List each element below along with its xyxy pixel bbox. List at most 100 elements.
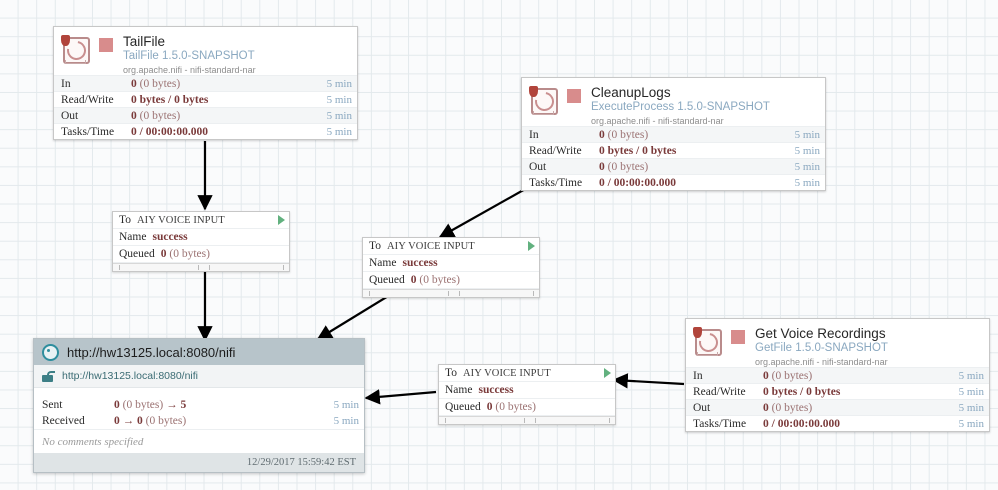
connection-queued-row: Queued 0 (0 bytes) xyxy=(363,272,539,289)
play-icon xyxy=(278,215,285,225)
stat-time: 5 min xyxy=(794,144,820,157)
processor-name: CleanupLogs xyxy=(591,85,671,100)
connection-cleanuplogs-success[interactable]: To AIY VOICE INPUT Name success Queued 0… xyxy=(362,237,540,298)
stat-row: Out 0 (0 bytes) 5 min xyxy=(522,158,825,174)
stat-time: 5 min xyxy=(326,125,352,138)
stat-label: Out xyxy=(693,401,711,414)
stat-row: Read/Write 0 bytes / 0 bytes 5 min xyxy=(54,91,357,107)
queued-value: 0 (0 bytes) xyxy=(486,401,536,413)
processor-header: Get Voice Recordings GetFile 1.5.0-SNAPS… xyxy=(686,319,989,367)
rpg-spacer xyxy=(34,388,364,397)
shield-icon xyxy=(693,327,702,338)
shield-icon xyxy=(61,35,70,46)
shield-icon xyxy=(529,86,538,97)
stat-row: Out 0 (0 bytes) 5 min xyxy=(54,107,357,123)
stat-label: In xyxy=(61,77,71,90)
connection-queued-row: Queued 0 (0 bytes) xyxy=(113,246,289,263)
stat-value: 0 bytes / 0 bytes xyxy=(131,93,209,106)
name-label: Name xyxy=(445,384,473,396)
stat-time: 5 min xyxy=(794,128,820,141)
connection-destination-row: To AIY VOICE INPUT xyxy=(363,238,539,255)
connection-resize-handle[interactable] xyxy=(363,289,539,297)
stat-row: Tasks/Time 0 / 00:00:00.000 5 min xyxy=(522,174,825,190)
stat-label: Sent xyxy=(42,399,63,411)
connection-name-row: Name success xyxy=(439,382,615,399)
stat-value: 0 (0 bytes) → 5 xyxy=(114,399,187,411)
stat-time: 5 min xyxy=(794,160,820,173)
connection-queued-row: Queued 0 (0 bytes) xyxy=(439,399,615,416)
stat-value: 0 → 0 (0 bytes) xyxy=(114,415,187,427)
queued-label: Queued xyxy=(119,248,155,260)
to-label: To xyxy=(369,240,381,252)
connection-getvoice-success[interactable]: To AIY VOICE INPUT Name success Queued 0… xyxy=(438,364,616,425)
connection-tailfile-success[interactable]: To AIY VOICE INPUT Name success Queued 0… xyxy=(112,211,290,272)
to-label: To xyxy=(445,367,457,379)
connection-destination-row: To AIY VOICE INPUT xyxy=(113,212,289,229)
connection-resize-handle[interactable] xyxy=(439,416,615,424)
stat-time: 5 min xyxy=(958,385,984,398)
stopped-status-icon xyxy=(567,89,581,103)
stat-value: 0 (0 bytes) xyxy=(763,401,813,414)
play-icon xyxy=(528,241,535,251)
stat-label: Read/Write xyxy=(61,93,114,106)
stat-time: 5 min xyxy=(326,93,352,106)
stat-time: 5 min xyxy=(794,176,820,189)
stat-label: Out xyxy=(61,109,79,122)
stat-value: 0 (0 bytes) xyxy=(599,128,649,141)
queued-value: 0 (0 bytes) xyxy=(160,248,210,260)
stat-time: 5 min xyxy=(326,77,352,90)
stat-row: Out 0 (0 bytes) 5 min xyxy=(686,399,989,415)
rpg-uri-row: http://hw13125.local:8080/nifi xyxy=(34,365,364,388)
stat-value: 0 (0 bytes) xyxy=(763,369,813,382)
stat-time: 5 min xyxy=(958,401,984,414)
stat-label: In xyxy=(693,369,703,382)
stat-row: Tasks/Time 0 / 00:00:00.000 5 min xyxy=(686,415,989,431)
stat-label: Received xyxy=(42,415,85,427)
stopped-status-icon xyxy=(99,38,113,52)
stat-label: Tasks/Time xyxy=(61,125,115,138)
processor-icon xyxy=(529,86,559,116)
processor-icon xyxy=(693,327,723,357)
rpg-last-refreshed: 12/29/2017 15:59:42 EST xyxy=(34,453,364,472)
stat-label: Tasks/Time xyxy=(529,176,583,189)
destination-name: AIY VOICE INPUT xyxy=(386,240,475,252)
processor-header: TailFile TailFile 1.5.0-SNAPSHOT org.apa… xyxy=(54,27,357,75)
name-label: Name xyxy=(369,257,397,269)
connection-name-row: Name success xyxy=(363,255,539,272)
processor-tailfile[interactable]: TailFile TailFile 1.5.0-SNAPSHOT org.apa… xyxy=(53,26,358,140)
stat-value: 0 (0 bytes) xyxy=(599,160,649,173)
stat-value: 0 bytes / 0 bytes xyxy=(763,385,841,398)
connection-resize-handle[interactable] xyxy=(113,263,289,271)
stat-label: Read/Write xyxy=(529,144,582,157)
processor-cleanuplogs[interactable]: CleanupLogs ExecuteProcess 1.5.0-SNAPSHO… xyxy=(521,77,826,191)
stopped-status-icon xyxy=(731,330,745,344)
stat-row: In 0 (0 bytes) 5 min xyxy=(54,75,357,91)
processor-bundle: org.apache.nifi - nifi-standard-nar xyxy=(123,64,256,75)
stat-label: Out xyxy=(529,160,547,173)
relationship-name: success xyxy=(478,384,514,396)
stat-row: Tasks/Time 0 / 00:00:00.000 5 min xyxy=(54,123,357,139)
queued-label: Queued xyxy=(445,401,481,413)
stat-row: In 0 (0 bytes) 5 min xyxy=(522,126,825,142)
remote-process-group[interactable]: http://hw13125.local:8080/nifi http://hw… xyxy=(33,338,365,473)
edge-getvoice-to-connection3 xyxy=(612,373,685,389)
stat-row: In 0 (0 bytes) 5 min xyxy=(686,367,989,383)
stat-time: 5 min xyxy=(326,109,352,122)
destination-name: AIY VOICE INPUT xyxy=(136,214,225,226)
stat-time: 5 min xyxy=(958,369,984,382)
rpg-received-row: Received 0 → 0 (0 bytes) 5 min xyxy=(34,413,364,429)
processor-bundle: org.apache.nifi - nifi-standard-nar xyxy=(591,115,724,126)
stat-value: 0 (0 bytes) xyxy=(131,109,181,122)
to-label: To xyxy=(119,214,131,226)
stat-time: 5 min xyxy=(958,417,984,430)
processor-get-voice-recordings[interactable]: Get Voice Recordings GetFile 1.5.0-SNAPS… xyxy=(685,318,990,432)
edge-connection3-to-rpg xyxy=(364,389,437,405)
stat-label: Read/Write xyxy=(693,385,746,398)
relationship-name: success xyxy=(152,231,188,243)
play-icon xyxy=(604,368,611,378)
stat-row: Read/Write 0 bytes / 0 bytes 5 min xyxy=(522,142,825,158)
stat-label: Tasks/Time xyxy=(693,417,747,430)
processor-name: Get Voice Recordings xyxy=(755,326,886,341)
stat-value: 0 bytes / 0 bytes xyxy=(599,144,677,157)
